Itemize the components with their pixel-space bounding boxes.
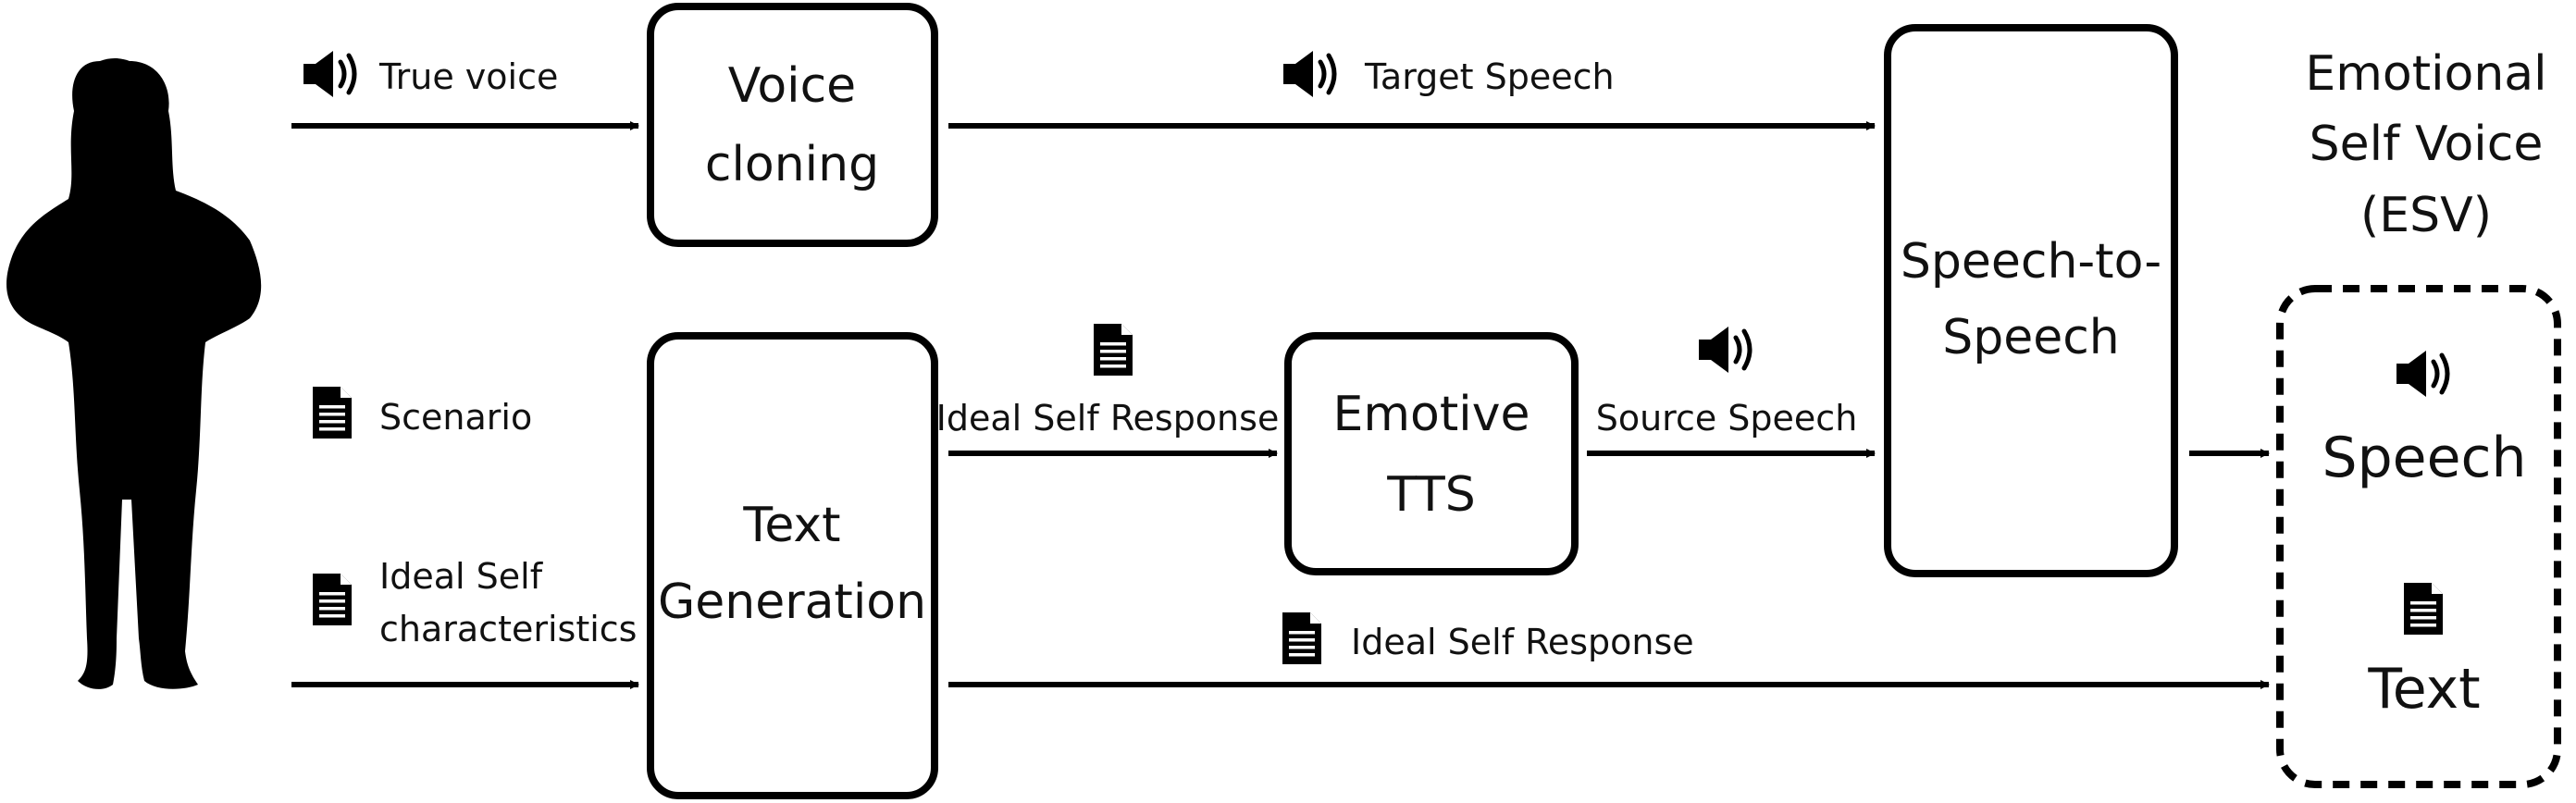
esv-title-line-3: (ESV): [2360, 188, 2492, 243]
emotive-tts-label-2: TTS: [1386, 467, 1476, 523]
esv-title-line-1: Emotional: [2305, 46, 2546, 102]
speech-to-speech-label-1: Speech-to-: [1901, 234, 2161, 290]
esv-speech-label: Speech: [2322, 426, 2526, 490]
esv-output-box: [2276, 285, 2561, 788]
esv-text-label: Text: [2367, 657, 2480, 722]
voice-cloning-label-2: cloning: [705, 137, 879, 192]
text-generation-label-2: Generation: [658, 574, 926, 630]
speaker-icon: [303, 51, 354, 97]
document-icon: [313, 574, 352, 625]
label-ideal-self-response-upper: Ideal Self Response: [936, 398, 1280, 439]
speech-to-speech-box: [1884, 24, 2178, 577]
speech-to-speech-label-2: Speech: [1942, 310, 2120, 365]
label-target-speech: Target Speech: [1364, 56, 1615, 97]
label-source-speech: Source Speech: [1596, 398, 1858, 439]
voice-cloning-label-1: Voice: [728, 58, 856, 114]
person-icon: [6, 58, 262, 689]
document-icon: [1094, 324, 1133, 376]
label-characteristics: characteristics: [379, 609, 637, 649]
speaker-icon: [1283, 51, 1334, 97]
speaker-icon: [1699, 327, 1750, 373]
emotive-tts-label-1: Emotive: [1333, 387, 1530, 442]
document-icon: [1282, 612, 1321, 664]
esv-title-line-2: Self Voice: [2310, 117, 2544, 172]
speaker-icon: [2396, 351, 2447, 397]
text-generation-label-1: Text: [742, 498, 840, 553]
voice-cloning-box: [647, 3, 938, 247]
document-icon: [313, 387, 352, 439]
label-ideal-self-response-lower: Ideal Self Response: [1351, 622, 1694, 662]
document-icon: [2404, 583, 2443, 635]
label-scenario: Scenario: [379, 397, 532, 438]
emotive-tts-box: [1284, 332, 1579, 575]
label-ideal-self: Ideal Self: [379, 556, 544, 597]
text-generation-box: [647, 332, 938, 799]
label-true-voice: True voice: [378, 56, 558, 97]
